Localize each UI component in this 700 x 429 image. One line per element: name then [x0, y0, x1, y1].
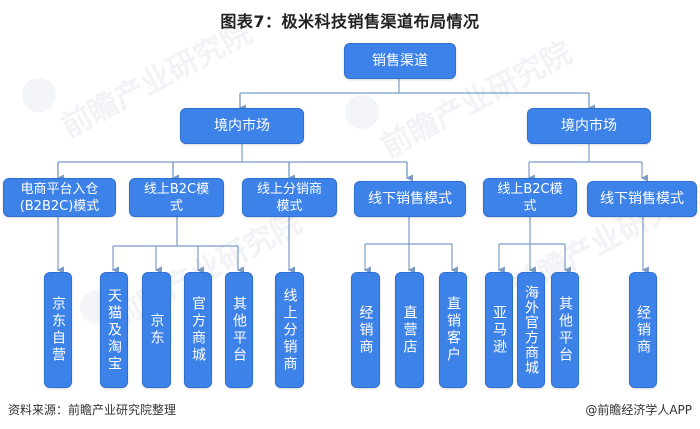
- leaf-node: 海外官方商城: [517, 272, 545, 388]
- node-label: 经销商: [357, 304, 374, 356]
- market-node-overseas: 境内市场: [527, 108, 651, 144]
- leaf-node: 其他平台: [225, 272, 253, 388]
- node-label: 线上分销商: [281, 287, 298, 373]
- leaf-node: 官方商城: [184, 272, 212, 388]
- leaf-node: 经销商: [351, 272, 380, 388]
- root-node-sales-channels: 销售渠道: [344, 43, 456, 79]
- node-label: 线上B2C模式: [143, 181, 210, 214]
- mode-node-offline: 线下销售模式: [354, 181, 466, 217]
- leaf-node: 亚马逊: [485, 272, 513, 388]
- node-label: 销售渠道: [372, 52, 428, 69]
- node-label: 官方商城: [190, 296, 206, 364]
- node-label: 京东: [148, 313, 165, 347]
- node-label: 境内市场: [214, 117, 270, 134]
- node-label: 线上B2C模式: [497, 181, 563, 214]
- leaf-node: 直营店: [395, 272, 424, 388]
- node-label: 境内市场: [561, 117, 617, 134]
- node-label: 线下销售模式: [600, 190, 684, 207]
- node-label: 经销商: [635, 304, 651, 356]
- figure-title: 图表7：极米科技销售渠道布局情况: [220, 12, 480, 31]
- source-note: 资料来源：前瞻产业研究院整理: [8, 403, 177, 417]
- market-node-domestic: 境内市场: [180, 108, 304, 144]
- node-label: 线上分销商模式: [256, 181, 322, 214]
- node-label: 天猫及淘宝: [106, 287, 122, 373]
- mode-node-overseas-offline: 线下销售模式: [587, 181, 697, 217]
- node-label: 直销客户: [445, 296, 461, 364]
- connector-root: [239, 78, 590, 108]
- leaf-node: 经销商: [629, 272, 657, 388]
- node-label: 直营店: [401, 304, 418, 356]
- leaf-node: 京东: [142, 272, 171, 388]
- node-label: 海外官方商城: [523, 285, 539, 375]
- node-label: 亚马逊: [491, 304, 507, 356]
- node-label: 线下销售模式: [368, 190, 452, 207]
- node-label: 电商平台入仓(B2B2C)模式: [19, 181, 100, 214]
- node-label: 其他平台: [557, 296, 573, 364]
- node-label: 其他平台: [231, 296, 247, 364]
- brand-credit: @前瞻经济学人APP: [585, 403, 692, 417]
- leaf-node: 天猫及淘宝: [100, 272, 128, 388]
- mode-node-overseas-online-b2c: 线上B2C模式: [483, 178, 577, 217]
- leaf-node: 其他平台: [551, 272, 579, 388]
- leaf-node: 京东自营: [44, 272, 72, 388]
- mode-node-online-b2c: 线上B2C模式: [129, 178, 224, 217]
- node-label: 京东自营: [50, 296, 66, 364]
- leaf-node: 直销客户: [439, 272, 467, 388]
- mode-node-online-distributor: 线上分销商模式: [242, 178, 337, 217]
- leaf-node: 线上分销商: [275, 272, 304, 388]
- mode-node-b2b2c: 电商平台入仓(B2B2C)模式: [3, 178, 116, 217]
